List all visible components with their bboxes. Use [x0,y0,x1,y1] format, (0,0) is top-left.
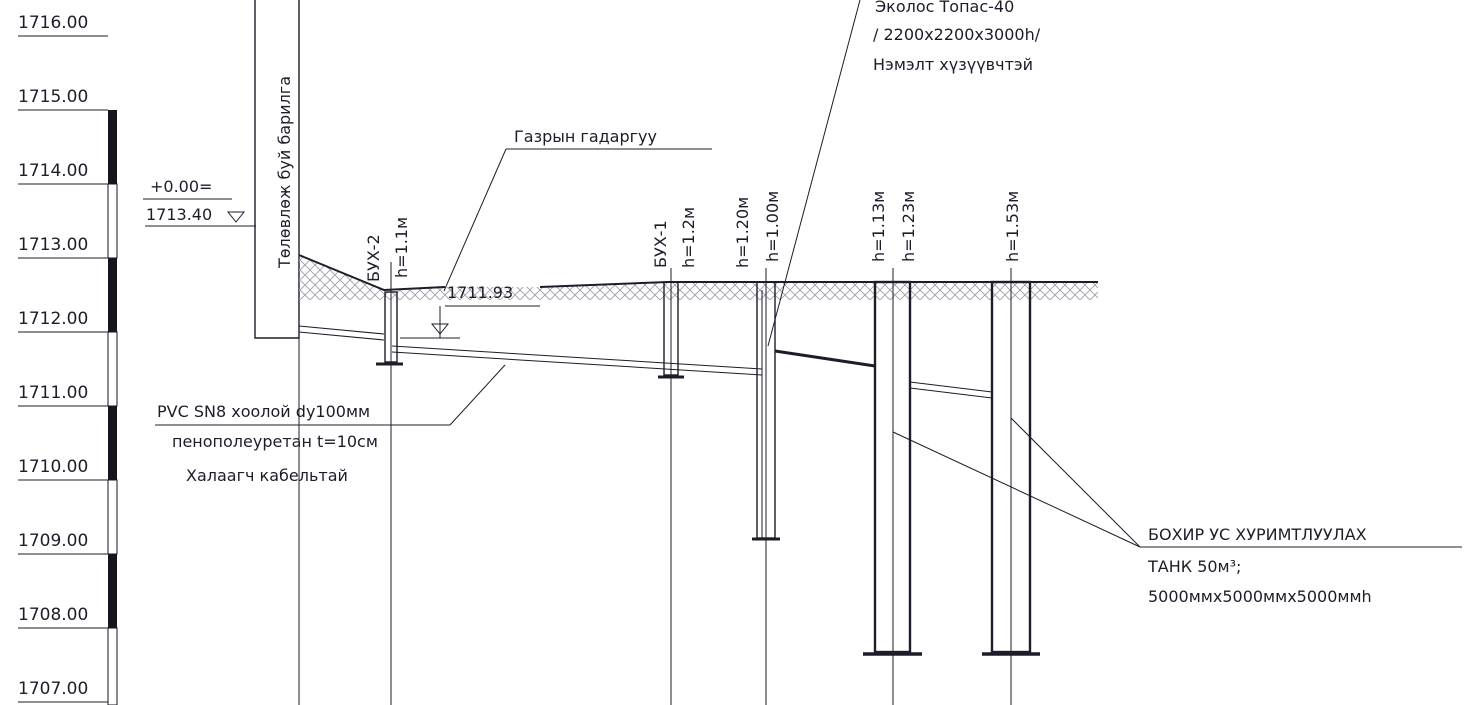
tank-1: h=1.13м h=1.23м [863,191,922,705]
level-1714: 1714.00 [18,161,88,181]
level-1711: 1711.00 [18,383,88,403]
unit-depth-label-1: h=1.20м [733,197,752,268]
scale-bar [107,110,118,705]
tank1-depth-label-2: h=1.23м [899,191,918,262]
equipment-label-line1: Эколос Топас-40 [875,0,1014,16]
tank-callout: БОХИР УС ХУРИМТЛУУЛАХ ТАНК 50м³; 5000ммx… [892,417,1462,606]
equipment-label-line3: Нэмэлт хүзүүвчтэй [873,55,1033,74]
pipe-label-line2: пенополеуретан t=10см [172,432,378,451]
pipe-label-line3: Халаагч кабельтай [186,466,348,485]
level-1708: 1708.00 [18,605,88,625]
ground-surface-callout: Газрын гадаргуу [443,127,712,292]
manhole-bux1: БУХ-1 h=1.2м [651,207,698,705]
level-1713: 1713.00 [18,235,88,255]
bux2-label: БУХ-2 [364,234,383,282]
tank1-depth-label-1: h=1.13м [869,191,888,262]
planned-building: Төлөвлөж буй барилга [254,0,300,339]
tank-label-line3: 5000ммx5000ммx5000ммh [1148,587,1372,606]
equipment-callout: Эколос Топас-40 / 2200x2200x3000h/ Нэмэл… [767,0,1041,347]
ground-level-label: 1711.93 [447,283,513,302]
manhole-bux2: БУХ-2 h=1.1м [364,217,411,705]
level-triangle-icon [430,323,450,335]
level-triangle-icon [226,211,246,223]
equipment-label-line2: / 2200x2200x3000h/ [873,25,1041,44]
pipe-label-line1: PVC SN8 хоолой dy100мм [157,402,370,421]
datum-elevation-label: 1713.40 [146,205,212,224]
datum-zero-label: +0.00= [150,177,212,196]
building-label: Төлөвлөж буй барилга [275,76,294,269]
tank-2: h=1.53м [982,191,1040,705]
tank-label-line1: БОХИР УС ХУРИМТЛУУЛАХ [1148,525,1367,544]
scale-ticks [18,35,108,703]
tank-label-line2: ТАНК 50м³; [1147,557,1241,576]
level-1710: 1710.00 [18,457,88,477]
level-1712: 1712.00 [18,309,88,329]
ground-surface [298,254,1098,300]
pipe-callout: PVC SN8 хоолой dy100мм пенополеуретан t=… [155,364,506,485]
unit-depth-label-2: h=1.00м [763,191,782,262]
level-1716: 1716.00 [18,13,88,33]
bux1-label: БУХ-1 [651,220,670,268]
pipe-run [298,325,993,399]
ground-surface-label: Газрын гадаргуу [514,127,657,146]
level-1707: 1707.00 [18,679,88,699]
treatment-unit: h=1.20м h=1.00м [733,191,782,705]
ground-level-marker: 1711.93 [400,283,540,339]
bux2-depth-label: h=1.1м [392,217,411,278]
elevation-scale: 1716.00 1715.00 1714.00 1713.00 1712.00 … [18,13,118,705]
datum-marker: +0.00= 1713.40 [143,177,256,227]
level-1715: 1715.00 [18,87,88,107]
bux1-depth-label: h=1.2м [679,207,698,268]
tank2-depth-label: h=1.53м [1003,191,1022,262]
level-1709: 1709.00 [18,531,88,551]
